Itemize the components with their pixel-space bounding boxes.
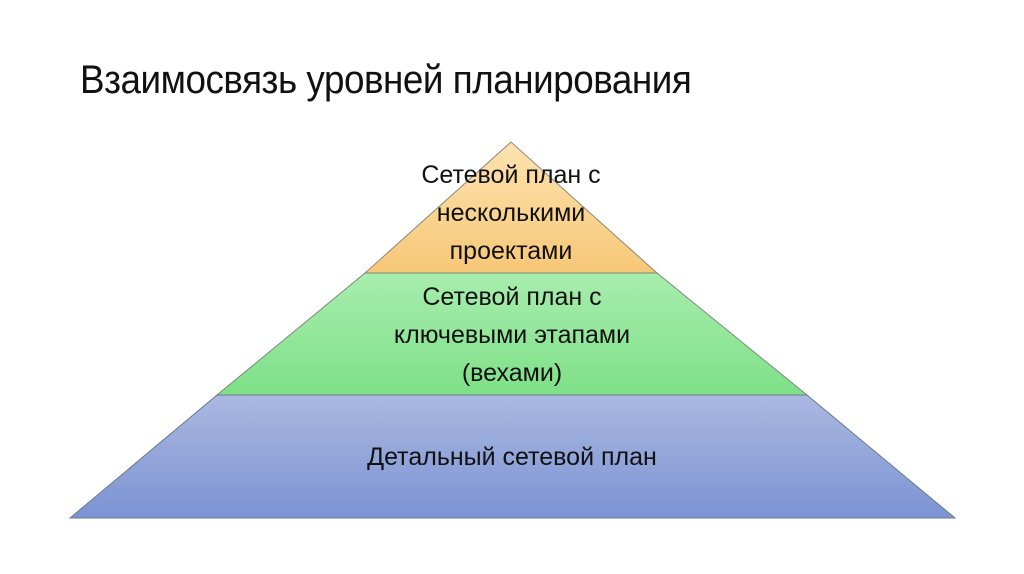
level-top-label: Сетевой план с несколькими проектами (361, 156, 661, 270)
level-middle-label: Сетевой план с ключевыми этапами (вехами… (312, 278, 712, 392)
label-line: Детальный сетевой план (367, 443, 657, 471)
label-line: несколькими (436, 199, 586, 227)
label-line: (вехами) (461, 359, 563, 387)
slide-title: Взаимосвязь уровней планирования (80, 58, 692, 102)
label-line: Сетевой план с (421, 161, 601, 189)
pyramid-level-bottom (68, 394, 957, 519)
level-bottom-label: Детальный сетевой план (262, 438, 762, 476)
label-line: ключевыми этапами (393, 321, 631, 349)
label-line: Сетевой план с (422, 283, 602, 311)
label-line: проектами (449, 237, 573, 265)
